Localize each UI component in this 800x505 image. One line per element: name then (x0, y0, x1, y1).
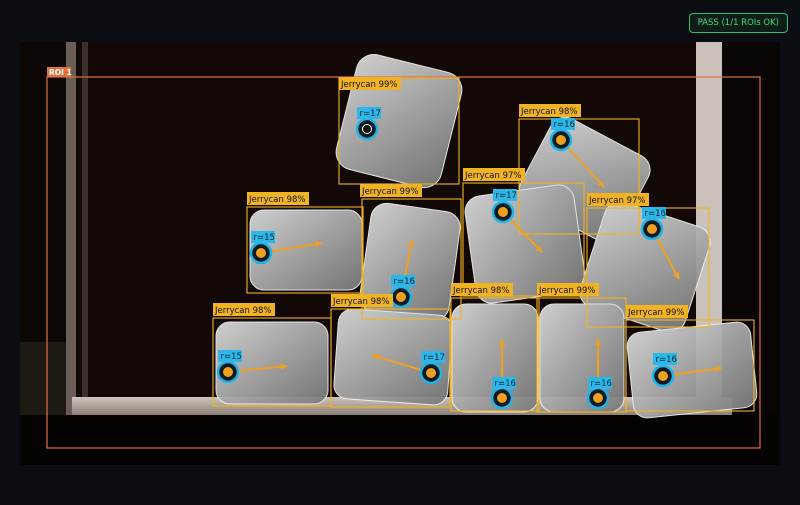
radius-tag: r=16 (645, 209, 666, 219)
detection-jerrycan[interactable]: Jerrycan 97% r=17 (462, 168, 585, 297)
radius-tag-bg (357, 107, 381, 119)
arrow-head (535, 245, 542, 252)
detection-box (246, 206, 364, 294)
valve-center (498, 207, 508, 217)
arrow-head (372, 353, 379, 361)
valve-center (223, 367, 233, 377)
arrow-head (715, 365, 722, 373)
detection-jerrycan[interactable]: Jerrycan 99% r=16 (360, 184, 462, 320)
radius-tag: r=15 (254, 233, 275, 243)
arrow-head (315, 240, 322, 248)
detection-label: Jerrycan 97% (588, 196, 645, 206)
arrow-head (597, 180, 604, 187)
radius-tag: r=16 (656, 355, 677, 365)
detection-label: Jerrycan 99% (627, 308, 684, 318)
detection-label: Jerrycan 98% (520, 107, 577, 117)
valve-center (556, 135, 566, 145)
radius-tag: r=15 (221, 352, 242, 362)
detection-jerrycan[interactable]: Jerrycan 98% r=15 (246, 192, 364, 294)
detection-jerrycan[interactable]: Jerrycan 98% r=17 (330, 294, 451, 408)
valve-center (593, 393, 603, 403)
valve-center (658, 371, 668, 381)
radius-tag: r=16 (394, 277, 415, 287)
detection-label-bg (339, 77, 401, 90)
detection-label-bg (626, 305, 688, 318)
detection-label-bg (360, 184, 422, 197)
detection-label-bg (213, 303, 275, 316)
detection-label: Jerrycan 98% (452, 286, 509, 296)
detection-box (462, 182, 585, 297)
arrow-head (407, 240, 415, 247)
detection-jerrycan[interactable]: Jerrycan 98% r=16 (518, 104, 640, 235)
detection-label: Jerrycan 98% (214, 306, 271, 316)
radius-tag: r=17 (496, 191, 517, 201)
radius-tag-bg (588, 377, 612, 389)
radius-tag-bg (642, 207, 666, 219)
radius-tag: r=17 (424, 353, 445, 363)
radius-tag-bg (218, 350, 242, 362)
detection-jerrycan[interactable]: Jerrycan 98% r=16 (450, 283, 540, 412)
detection-box (625, 319, 755, 412)
valve-center (396, 292, 406, 302)
detection-label: Jerrycan 97% (464, 171, 521, 181)
detection-box (361, 198, 462, 320)
radius-tag-bg (391, 275, 415, 287)
detection-jerrycan[interactable]: Jerrycan 99% r=16 (625, 305, 755, 412)
valve-center (497, 393, 507, 403)
radius-tag: r=16 (495, 379, 516, 389)
arrow-head (594, 339, 602, 346)
detection-label: Jerrycan 98% (248, 195, 305, 205)
arrow-head (673, 272, 680, 279)
detection-label-bg (519, 104, 581, 117)
detection-label: Jerrycan 99% (361, 187, 418, 197)
detection-label: Jerrycan 98% (332, 297, 389, 307)
valve-center (256, 248, 266, 258)
radius-tag-bg (251, 231, 275, 243)
detection-label-bg (463, 168, 525, 181)
valve-center (362, 124, 372, 134)
radius-tag-bg (551, 118, 575, 130)
detection-label-bg (247, 192, 309, 205)
valve-center (647, 224, 657, 234)
arrow-head (280, 363, 287, 370)
detection-jerrycan[interactable]: Jerrycan 98% r=15 (212, 303, 332, 407)
arrow-head (498, 340, 506, 347)
radius-tag-bg (421, 351, 445, 363)
detection-label: Jerrycan 99% (538, 286, 595, 296)
radius-tag: r=16 (554, 120, 575, 130)
detection-label-bg (451, 283, 513, 296)
radius-tag: r=16 (591, 379, 612, 389)
detection-jerrycan[interactable]: Jerrycan 97%r=16 (586, 193, 710, 328)
status-badge[interactable]: PASS (1/1 ROIs OK) (688, 13, 788, 33)
detection-label-bg (587, 193, 649, 206)
detection-label-bg (537, 283, 599, 296)
radius-tag-bg (492, 377, 516, 389)
detection-box (450, 297, 540, 412)
radius-tag: r=17 (360, 109, 381, 119)
detection-label-bg (331, 294, 393, 307)
valve-center (426, 368, 436, 378)
detection-box (330, 308, 451, 408)
detection-label: Jerrycan 99% (340, 80, 397, 90)
radius-tag-bg (493, 189, 517, 201)
radius-tag-bg (653, 353, 677, 365)
